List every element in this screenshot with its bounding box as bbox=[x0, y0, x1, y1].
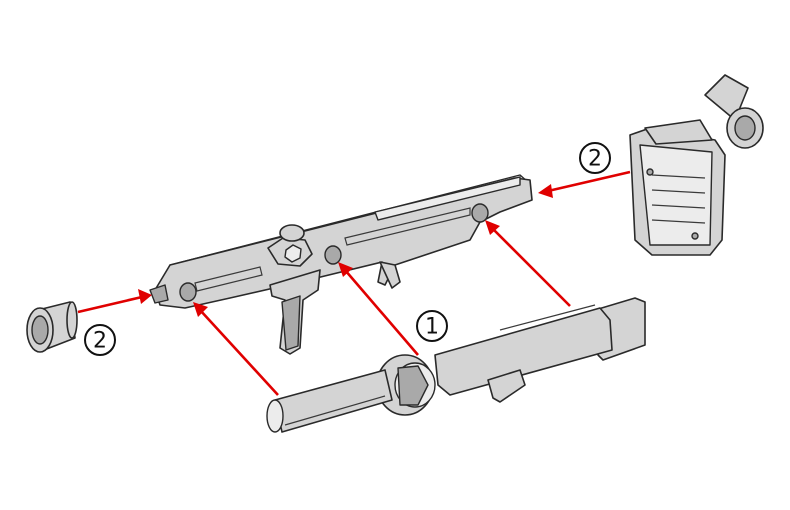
svg-text:2: 2 bbox=[93, 329, 107, 354]
arrow-tube-to-peg-right bbox=[485, 220, 571, 307]
arrow-magazine-to-frame bbox=[538, 170, 631, 198]
rifle-body-frame bbox=[149, 174, 533, 355]
arrow-cap-to-frame bbox=[77, 289, 152, 314]
svg-text:2: 2 bbox=[588, 147, 602, 172]
callout-2-right: 2 bbox=[579, 142, 611, 174]
svg-text:1: 1 bbox=[425, 315, 439, 340]
scope-muzzle-cap bbox=[26, 301, 78, 353]
assembly-arrows bbox=[77, 170, 631, 396]
barrel-assembly bbox=[266, 297, 646, 433]
callout-1: 1 bbox=[416, 310, 448, 342]
callout-2-left: 2 bbox=[84, 324, 116, 356]
arrow-collar-to-peg-middle bbox=[338, 262, 419, 356]
magazine-block bbox=[629, 74, 764, 256]
arrow-barrel-to-peg-left bbox=[193, 302, 279, 396]
